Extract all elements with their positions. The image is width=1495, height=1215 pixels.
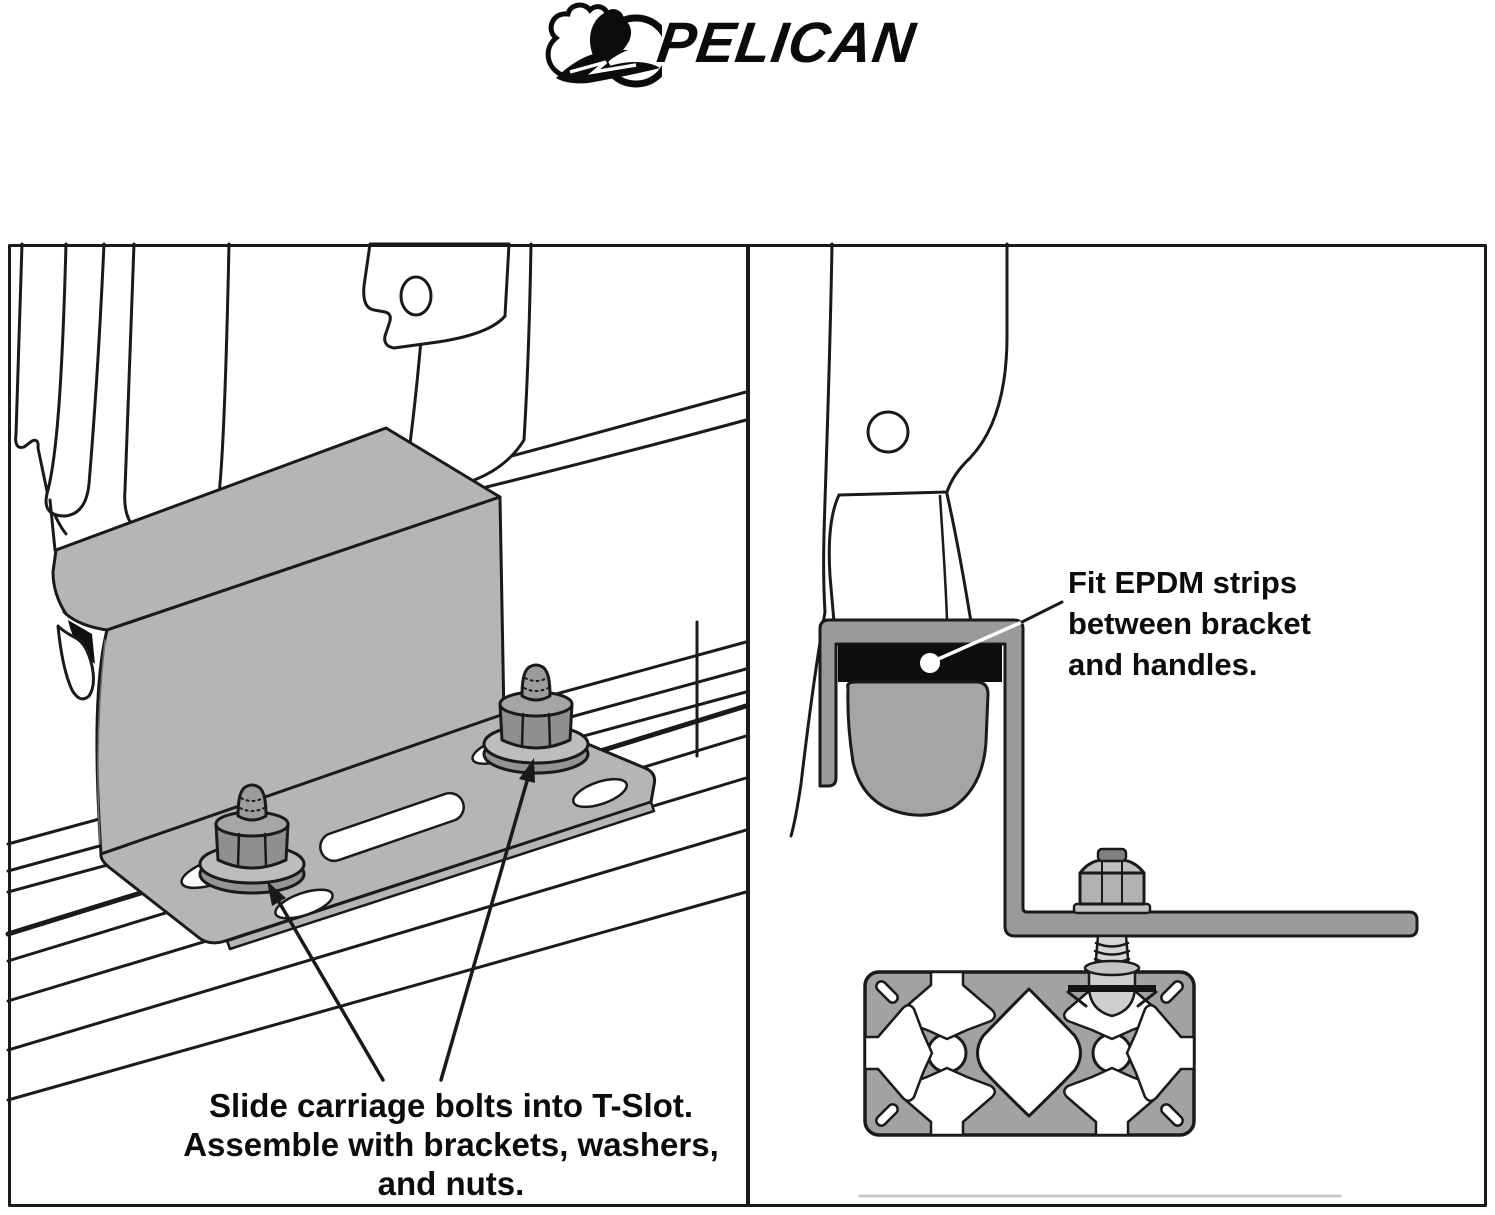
carriage-bolt-rear	[482, 663, 590, 775]
caption-line: Fit EPDM strips	[1068, 565, 1298, 600]
caption-line: and nuts.	[377, 1165, 525, 1202]
right-panel-caption: Fit EPDM strips between bracket and hand…	[1068, 562, 1368, 685]
carriage-bolt-front	[198, 783, 306, 895]
caption-line: Slide carriage bolts into T-Slot.	[208, 1087, 694, 1124]
right-panel-illustration	[789, 242, 1419, 1198]
mounting-bracket	[818, 618, 1419, 938]
left-panel-caption: Slide carriage bolts into T-Slot. Assemb…	[168, 1086, 734, 1203]
pelican-bird-icon	[545, 2, 662, 88]
t-slot-extrusion	[863, 959, 1196, 1137]
caption-line: and handles.	[1068, 647, 1258, 682]
caption-line: between bracket	[1068, 606, 1311, 641]
hex-nut	[1072, 847, 1152, 915]
left-panel-illustration	[5, 242, 749, 1102]
caption-line: Assemble with brackets, washers,	[183, 1126, 719, 1163]
annotation-arrows	[267, 758, 535, 1082]
